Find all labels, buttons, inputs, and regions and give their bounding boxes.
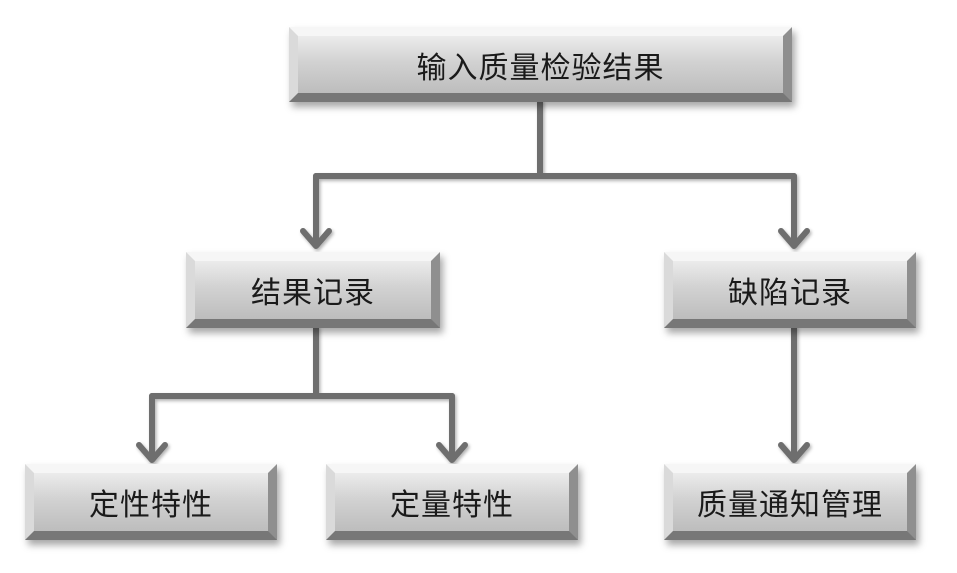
node-quality-notice-label: 质量通知管理	[697, 488, 883, 523]
node-qualitative: 定性特性	[25, 464, 277, 540]
node-defect-record-label: 缺陷记录	[728, 276, 852, 311]
node-defect-record: 缺陷记录	[664, 252, 916, 328]
arrow-to-quality-notice	[778, 442, 810, 463]
node-root: 输入质量检验结果	[289, 27, 792, 102]
arrow-to-defect-record	[778, 228, 810, 249]
arrow-to-qualitative	[136, 442, 168, 463]
node-quantitative: 定量特性	[326, 464, 578, 540]
arrow-to-quantitative	[436, 442, 468, 463]
node-quantitative-label: 定量特性	[390, 488, 514, 523]
node-result-record-label: 结果记录	[251, 276, 375, 311]
node-quality-notice: 质量通知管理	[664, 464, 916, 540]
arrow-to-result-record	[300, 228, 332, 249]
node-root-label: 输入质量检验结果	[416, 50, 665, 86]
node-result-record: 结果记录	[186, 252, 440, 328]
node-qualitative-label: 定性特性	[89, 488, 213, 523]
